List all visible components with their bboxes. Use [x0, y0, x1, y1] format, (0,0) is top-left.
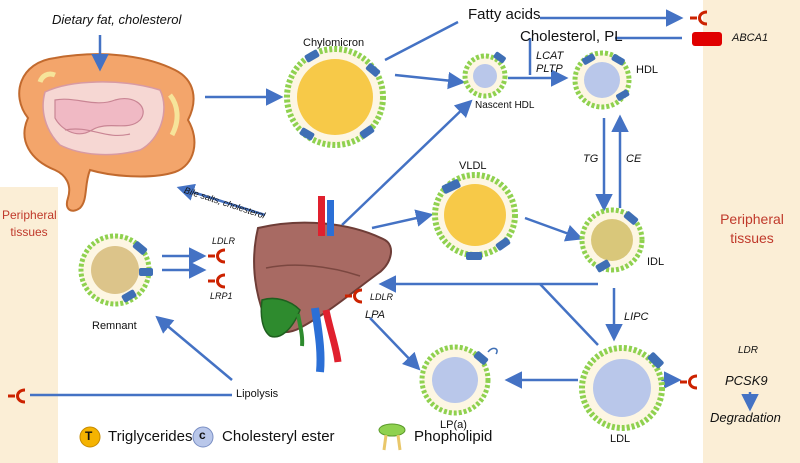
vldl-particle: [432, 172, 518, 260]
dietary-label: Dietary fat, cholesterol: [52, 12, 182, 27]
ldlr-liver-label: LDLR: [370, 292, 394, 302]
degradation-label: Degradation: [710, 410, 781, 425]
ldlr-remnant-label: LDLR: [212, 236, 236, 246]
peripheral-tissues-left-label: Peripheral tissues: [2, 208, 57, 239]
legend-triglycerides: Triglycerides: [108, 428, 193, 445]
peripheral-tissues-right-panel: [703, 0, 800, 463]
remnant-particle: [78, 233, 153, 307]
ldl-label: LDL: [610, 433, 631, 445]
pathway-arrows: [30, 9, 759, 412]
liver-illustration: [253, 196, 392, 373]
legend-icons: [79, 423, 406, 451]
hdl-label: HDL: [636, 64, 659, 76]
receptors: [8, 10, 708, 404]
lrp1-label: LRP1: [210, 291, 233, 301]
triglyceride-symbol: T: [85, 429, 93, 443]
cholesteryl-ester-symbol: c: [199, 428, 206, 442]
intestine-illustration: [18, 53, 196, 212]
tg-label: TG: [583, 153, 599, 165]
ldl-particle: [579, 345, 665, 431]
lipc-label: LIPC: [624, 311, 649, 323]
phospholipid-icon: [378, 423, 406, 451]
ce-label: CE: [626, 153, 642, 165]
hdl-particle: [572, 50, 632, 110]
abca1-icon: [692, 32, 722, 46]
cholesterol-pl-label: Cholesterol, PL: [520, 28, 623, 45]
pltp-label: PLTP: [536, 63, 563, 75]
nascent-hdl-label: Nascent HDL: [475, 100, 535, 111]
fatty-acids-label: Fatty acids: [468, 6, 541, 23]
peripheral-tissues-right-label: Peripheral tissues: [720, 211, 784, 246]
vldl-label: VLDL: [459, 160, 487, 172]
pcsk9-label: PCSK9: [725, 373, 768, 388]
idl-label: IDL: [647, 256, 665, 268]
idl-particle: [579, 207, 645, 273]
legend-phospholipid: Phopholipid: [414, 428, 493, 445]
lpa-label: LPA: [365, 309, 385, 321]
abca1-label: ABCA1: [732, 32, 769, 44]
legend-cholesteryl-ester: Cholesteryl ester: [222, 428, 335, 445]
lipolysis-label: Lipolysis: [236, 388, 279, 400]
lcat-label: LCAT: [536, 50, 564, 62]
nascent-hdl-particle: [462, 51, 508, 99]
lpa-particle-label: LP(a): [440, 419, 467, 431]
remnant-label: Remnant: [92, 320, 137, 332]
ldr-label: LDR: [738, 345, 759, 356]
lpa-particle: [419, 344, 498, 416]
chylomicron-particle: [284, 46, 386, 148]
peripheral-tissues-left-panel: [0, 187, 58, 463]
triglyceride-icon: [79, 426, 101, 448]
cholesteryl-ester-icon: [192, 426, 214, 448]
chylomicron-label: Chylomicron: [303, 37, 365, 49]
